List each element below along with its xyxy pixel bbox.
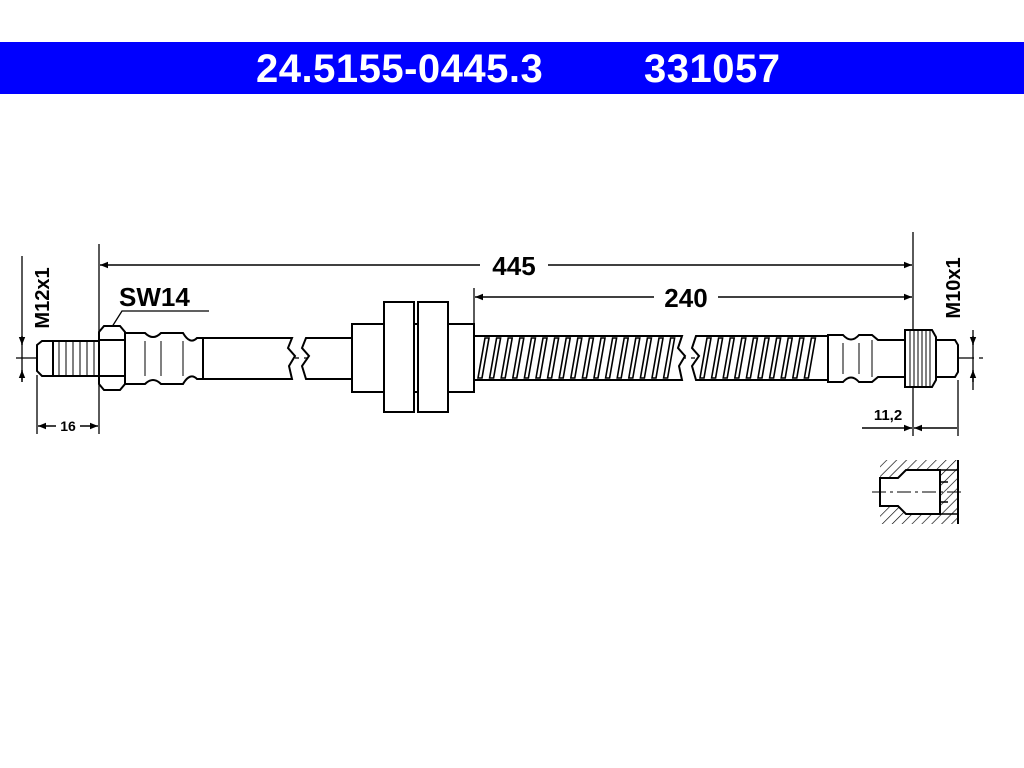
spiral-coils — [477, 337, 817, 379]
part-number: 24.5155-0445.3 — [256, 47, 544, 91]
hose-body-left — [202, 337, 297, 380]
title-bar — [0, 42, 1024, 94]
coil-turn — [639, 337, 653, 379]
dimension-spiral-length: 240 — [473, 283, 912, 330]
coil-turn — [768, 337, 782, 379]
coil-turn — [733, 337, 747, 379]
coil-turn — [546, 337, 560, 379]
coil-turn — [780, 337, 794, 379]
coil-turn — [791, 337, 805, 379]
left-thread-callout: M12x1 — [18, 256, 54, 382]
coil-turn — [651, 337, 664, 379]
coil-turn — [616, 337, 630, 379]
spiral-length-label: 240 — [664, 283, 707, 313]
coil-turn — [803, 337, 817, 379]
coil-turn — [535, 337, 548, 379]
coil-turn — [523, 337, 537, 379]
right-thread-label: M10x1 — [943, 257, 965, 318]
coil-turn — [722, 337, 736, 379]
left-crimp-ferrule — [124, 332, 204, 385]
dimension-right-fitting: 11,2 — [862, 380, 959, 436]
left-thread-label: M12x1 — [32, 267, 54, 328]
wrench-size-label: SW14 — [119, 282, 190, 312]
coil-turn — [710, 337, 724, 379]
coil-turn — [511, 337, 525, 379]
dimension-left-fitting: 16 — [36, 375, 100, 434]
coil-turn — [745, 337, 759, 379]
coil-turn — [558, 337, 572, 379]
coil-turn — [604, 337, 618, 379]
coil-turn — [500, 337, 514, 379]
left-fitting-length-label: 16 — [60, 418, 76, 434]
coil-turn — [699, 337, 712, 379]
dimension-total-length: 445 — [98, 232, 914, 335]
coil-turn — [662, 337, 676, 379]
coil-turn — [569, 337, 583, 379]
flare-seat-detail — [872, 460, 962, 524]
wrench-size-callout: SW14 — [109, 282, 209, 331]
hose-body-middle — [300, 337, 353, 380]
coil-turn — [477, 337, 490, 379]
hex-nut — [98, 325, 126, 391]
right-thread-callout: M10x1 — [943, 257, 977, 390]
coil-turn — [627, 337, 641, 379]
right-fitting-length-label: 11,2 — [874, 407, 902, 424]
left-threaded-fitting — [36, 340, 100, 377]
mounting-bracket — [351, 301, 475, 413]
coil-turn — [488, 337, 502, 379]
right-knurled-nut — [904, 329, 959, 388]
reference-number: 331057 — [644, 47, 781, 91]
coil-turn — [581, 337, 595, 379]
right-crimp-ferrule — [827, 334, 906, 383]
coil-turn — [757, 337, 770, 379]
coil-turn — [593, 337, 606, 379]
total-length-label: 445 — [492, 251, 535, 281]
